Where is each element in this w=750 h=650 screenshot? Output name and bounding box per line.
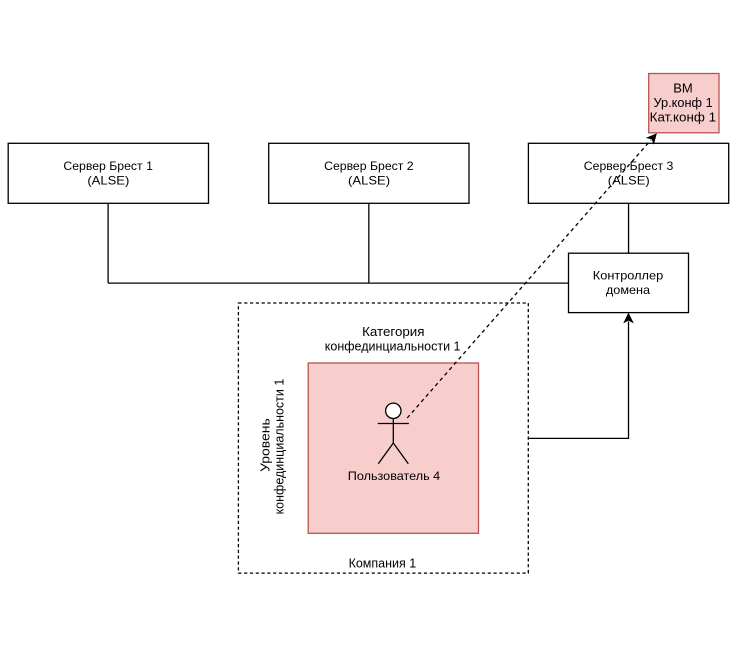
svg-text:Сервер Брест 3: Сервер Брест 3 bbox=[584, 159, 674, 173]
svg-text:Кат.конф 1: Кат.конф 1 bbox=[650, 110, 716, 125]
svg-text:Контроллер: Контроллер bbox=[593, 268, 664, 282]
svg-text:ВМ: ВМ bbox=[673, 81, 693, 96]
svg-text:Ур.конф 1: Ур.конф 1 bbox=[654, 95, 713, 110]
svg-text:Компания 1: Компания 1 bbox=[349, 557, 417, 571]
svg-text:Сервер Брест 1: Сервер Брест 1 bbox=[63, 159, 153, 173]
svg-text:Уровень: Уровень bbox=[259, 418, 273, 472]
svg-text:Пользователь 4: Пользователь 4 bbox=[348, 469, 441, 483]
svg-text:конфединциальности 1: конфединциальности 1 bbox=[272, 379, 286, 515]
svg-text:(ALSE): (ALSE) bbox=[87, 174, 129, 188]
svg-text:(ALSE): (ALSE) bbox=[348, 174, 390, 188]
svg-text:Категория: Категория bbox=[362, 325, 424, 339]
svg-text:конфединциальности 1: конфединциальности 1 bbox=[325, 340, 461, 354]
svg-text:домена: домена bbox=[606, 283, 651, 297]
svg-text:(ALSE): (ALSE) bbox=[608, 174, 650, 188]
svg-text:Сервер Брест 2: Сервер Брест 2 bbox=[324, 159, 414, 173]
